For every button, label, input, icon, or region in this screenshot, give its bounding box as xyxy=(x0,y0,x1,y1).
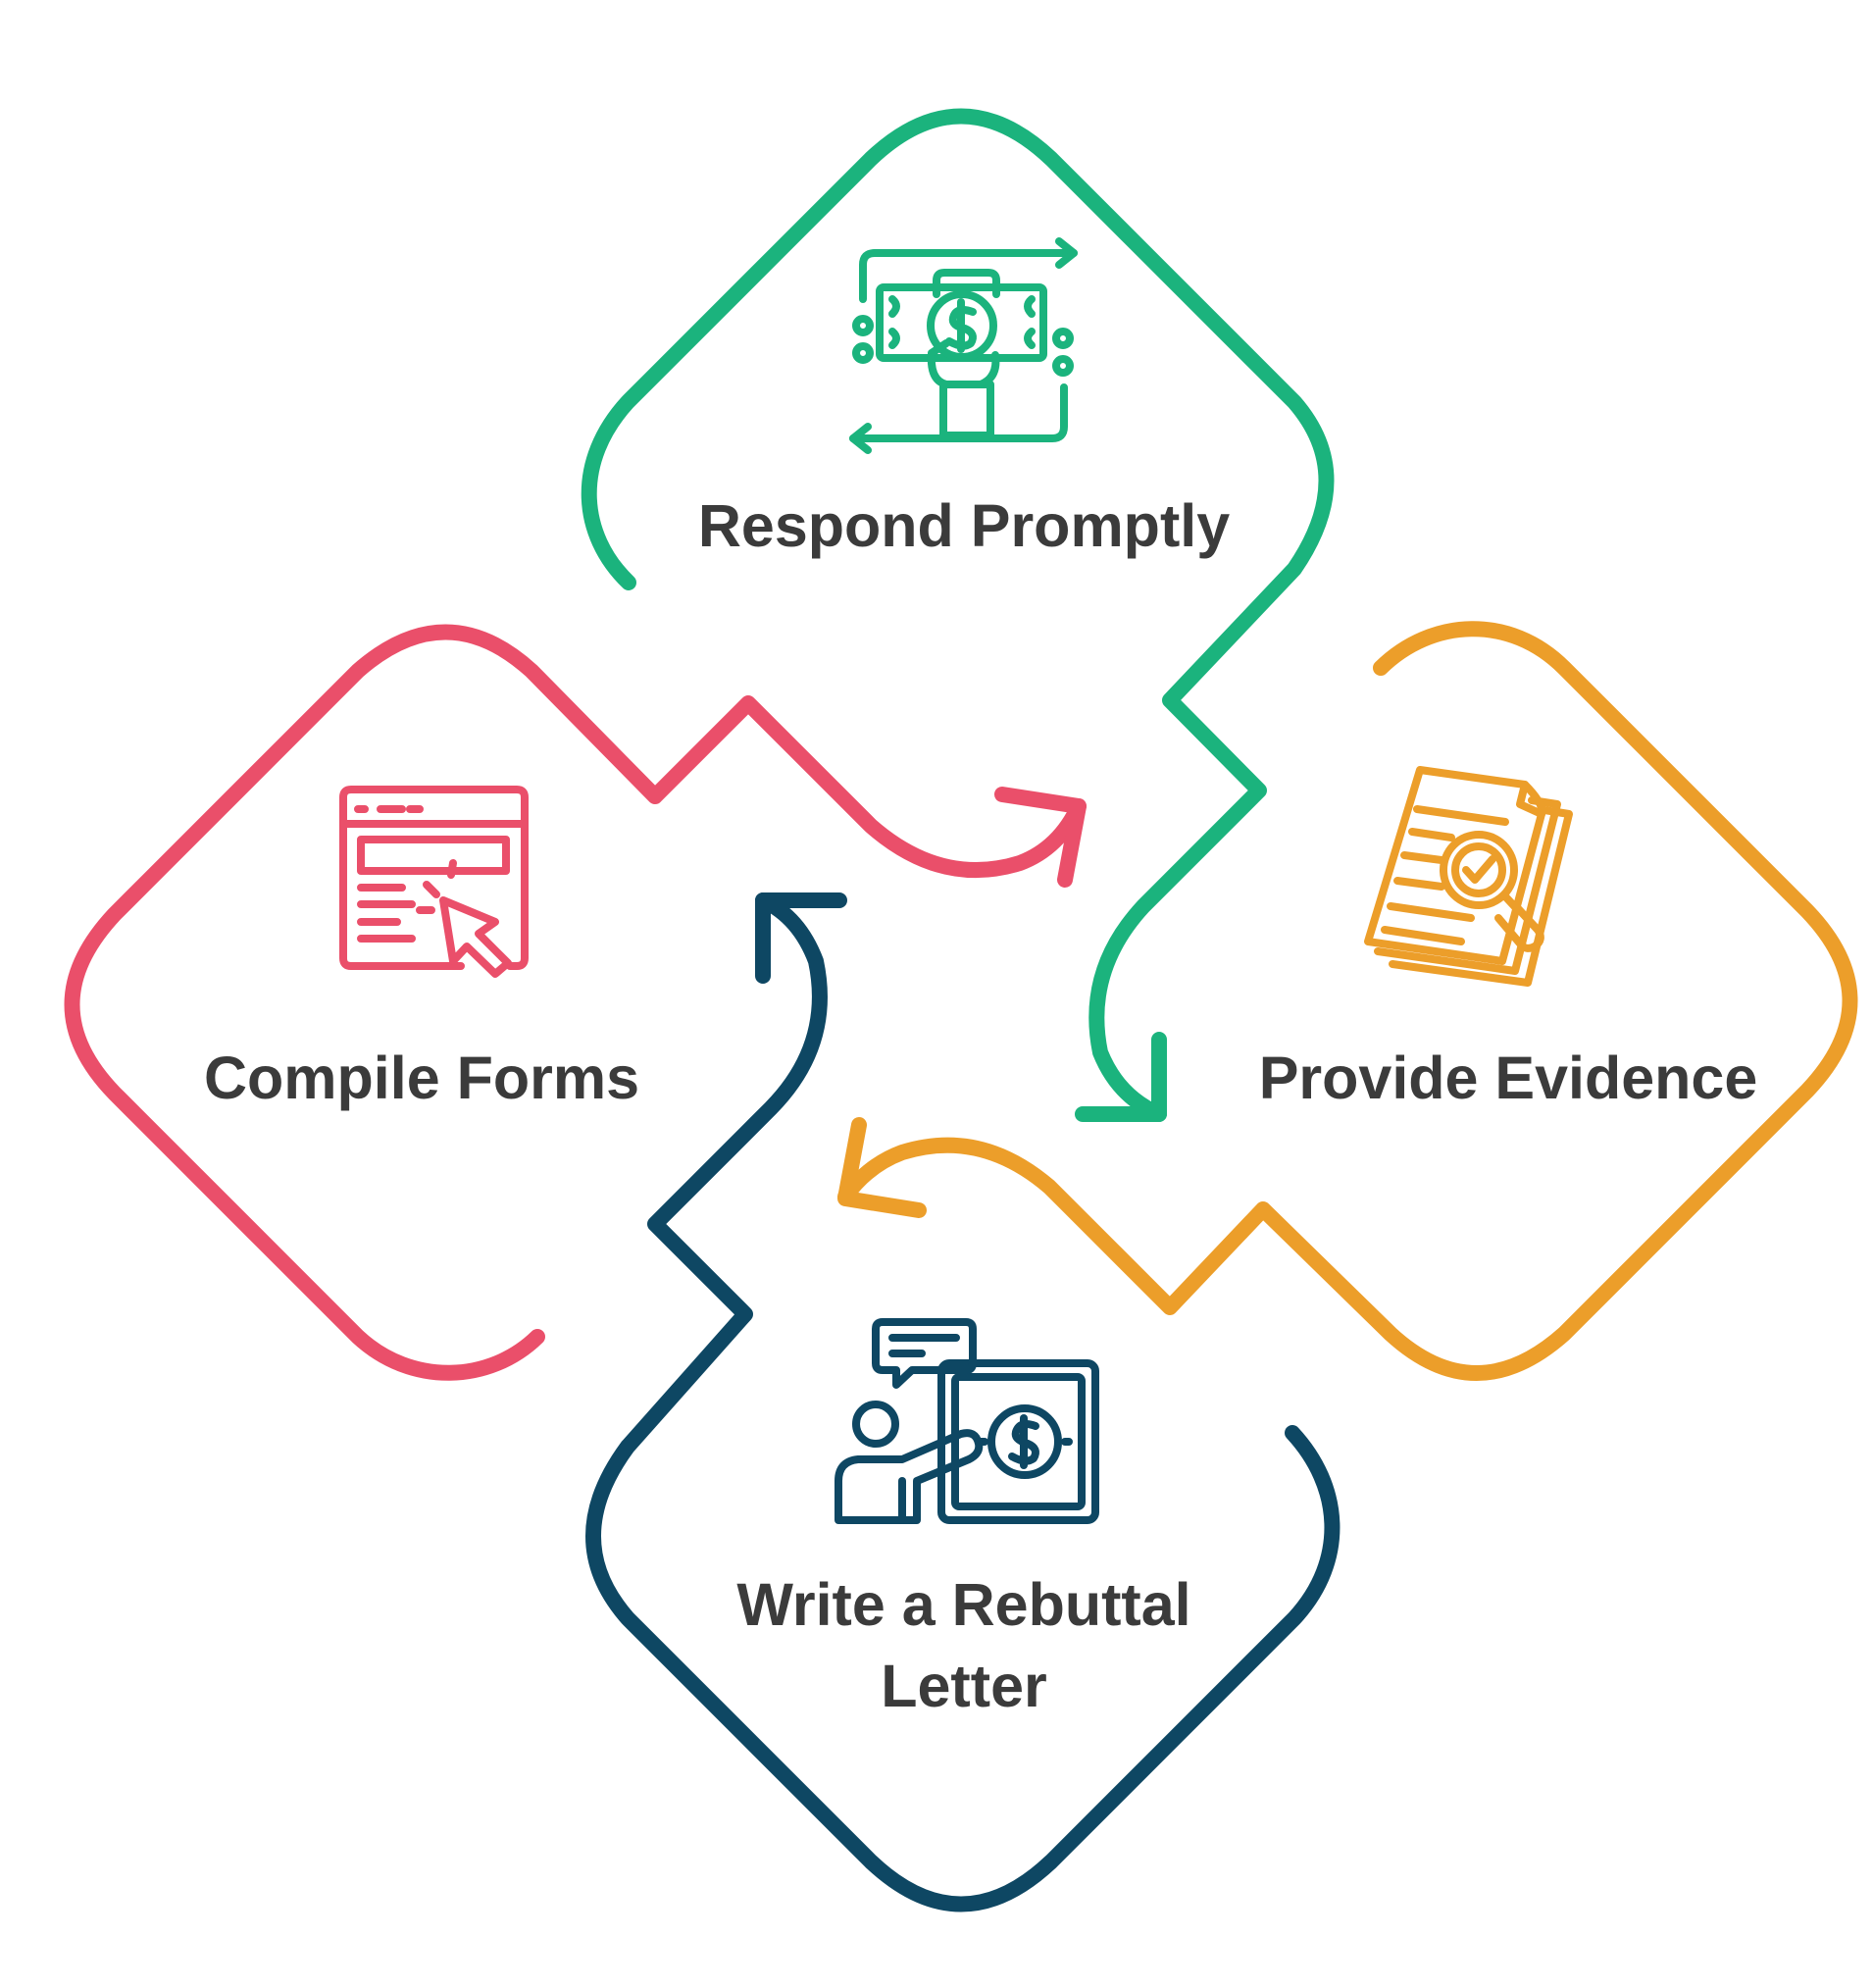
step-compile-forms: Compile Forms xyxy=(64,624,1087,1381)
web-form-click-icon xyxy=(339,786,529,978)
rebuttal-letter-label-line1: Write a Rebuttal xyxy=(736,1571,1190,1638)
rebuttal-letter-arrowhead xyxy=(755,892,847,984)
presentation-money-icon xyxy=(835,1318,1099,1524)
respond-promptly-loop xyxy=(581,108,1335,1122)
respond-promptly-arrowhead xyxy=(1075,1032,1167,1122)
rebuttal-letter-label-line2: Letter xyxy=(881,1653,1046,1719)
step-write-rebuttal-letter: Write a Rebuttal Letter xyxy=(585,892,1341,1912)
document-search-icon xyxy=(1364,766,1573,987)
provide-evidence-label: Provide Evidence xyxy=(1259,1045,1758,1111)
step-provide-evidence: Provide Evidence xyxy=(837,621,1858,1381)
provide-evidence-arrowhead xyxy=(837,1117,927,1218)
money-exchange-icon xyxy=(849,237,1078,454)
provide-evidence-loop xyxy=(837,621,1858,1381)
step-respond-promptly: Respond Promptly xyxy=(581,108,1335,1122)
rebuttal-letter-loop xyxy=(585,892,1341,1912)
compile-forms-loop xyxy=(64,624,1087,1381)
respond-promptly-label: Respond Promptly xyxy=(698,492,1230,559)
compile-forms-label: Compile Forms xyxy=(204,1045,639,1111)
compile-forms-arrowhead xyxy=(994,787,1087,888)
